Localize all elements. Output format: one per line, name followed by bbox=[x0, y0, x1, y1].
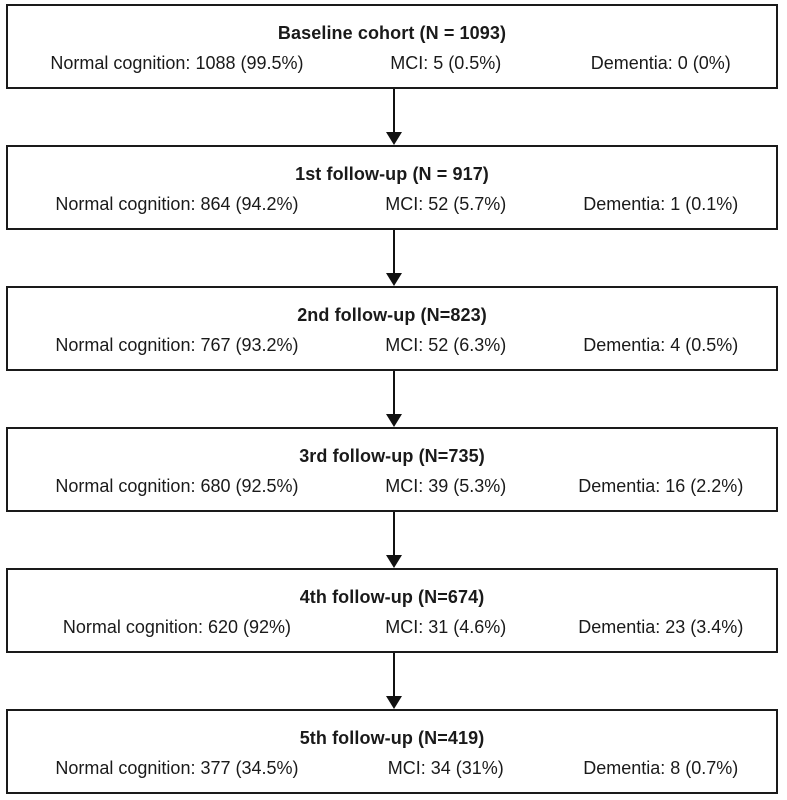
arrow-line bbox=[392, 230, 395, 273]
stage-box-baseline: Baseline cohort (N = 1093) Normal cognit… bbox=[6, 4, 778, 89]
stage-title: 1st follow-up (N = 917) bbox=[295, 163, 489, 184]
stage-box-followup-2: 2nd follow-up (N=823) Normal cognition: … bbox=[6, 286, 778, 371]
stat-mci: MCI: 31 (4.6%) bbox=[385, 616, 507, 637]
arrow-head-icon bbox=[385, 696, 402, 709]
arrow-line bbox=[392, 512, 395, 555]
stat-normal-cognition: Normal cognition: 680 (92.5%) bbox=[55, 475, 299, 496]
stage-title: Baseline cohort (N = 1093) bbox=[277, 22, 507, 43]
down-arrow bbox=[0, 512, 787, 568]
stage-title: 3rd follow-up (N=735) bbox=[299, 445, 485, 466]
stat-normal-cognition: Normal cognition: 377 (34.5%) bbox=[55, 757, 299, 778]
stat-normal-cognition: Normal cognition: 1088 (99.5%) bbox=[50, 52, 304, 73]
stat-dementia: Dementia: 16 (2.2%) bbox=[578, 475, 744, 496]
stage-box-followup-4: 4th follow-up (N=674) Normal cognition: … bbox=[6, 568, 778, 653]
stage-box-followup-3: 3rd follow-up (N=735) Normal cognition: … bbox=[6, 427, 778, 512]
down-arrow bbox=[0, 89, 787, 145]
down-arrow bbox=[0, 230, 787, 286]
stat-mci: MCI: 52 (6.3%) bbox=[385, 334, 507, 355]
stat-mci: MCI: 52 (5.7%) bbox=[385, 193, 507, 214]
arrow-line bbox=[392, 371, 395, 414]
arrow-head-icon bbox=[385, 132, 402, 145]
arrow-head-icon bbox=[385, 555, 402, 568]
stage-stats-row: Normal cognition: 620 (92%) MCI: 31 (4.6… bbox=[8, 617, 776, 638]
stage-title: 2nd follow-up (N=823) bbox=[297, 304, 487, 325]
stage-stats-row: Normal cognition: 864 (94.2%) MCI: 52 (5… bbox=[8, 194, 776, 215]
stat-dementia: Dementia: 23 (3.4%) bbox=[578, 616, 744, 637]
arrow-head-icon bbox=[385, 273, 402, 286]
stat-dementia: Dementia: 4 (0.5%) bbox=[583, 334, 739, 355]
stage-title: 5th follow-up (N=419) bbox=[299, 727, 485, 748]
down-arrow bbox=[0, 371, 787, 427]
stat-normal-cognition: Normal cognition: 620 (92%) bbox=[62, 616, 292, 637]
stat-dementia: Dementia: 8 (0.7%) bbox=[583, 757, 739, 778]
stat-dementia: Dementia: 0 (0%) bbox=[590, 52, 731, 73]
stat-normal-cognition: Normal cognition: 767 (93.2%) bbox=[55, 334, 299, 355]
arrow-line bbox=[392, 653, 395, 696]
stage-stats-row: Normal cognition: 377 (34.5%) MCI: 34 (3… bbox=[8, 758, 776, 779]
arrow-line bbox=[392, 89, 395, 132]
stage-box-followup-1: 1st follow-up (N = 917) Normal cognition… bbox=[6, 145, 778, 230]
stage-stats-row: Normal cognition: 1088 (99.5%) MCI: 5 (0… bbox=[8, 53, 776, 74]
arrow-head-icon bbox=[385, 414, 402, 427]
stat-dementia: Dementia: 1 (0.1%) bbox=[583, 193, 739, 214]
down-arrow bbox=[0, 653, 787, 709]
stat-normal-cognition: Normal cognition: 864 (94.2%) bbox=[55, 193, 299, 214]
stage-stats-row: Normal cognition: 767 (93.2%) MCI: 52 (6… bbox=[8, 335, 776, 356]
stage-box-followup-5: 5th follow-up (N=419) Normal cognition: … bbox=[6, 709, 778, 794]
stat-mci: MCI: 39 (5.3%) bbox=[385, 475, 507, 496]
stage-title: 4th follow-up (N=674) bbox=[299, 586, 485, 607]
stat-mci: MCI: 5 (0.5%) bbox=[390, 52, 502, 73]
stat-mci: MCI: 34 (31%) bbox=[387, 757, 504, 778]
stage-stats-row: Normal cognition: 680 (92.5%) MCI: 39 (5… bbox=[8, 476, 776, 497]
